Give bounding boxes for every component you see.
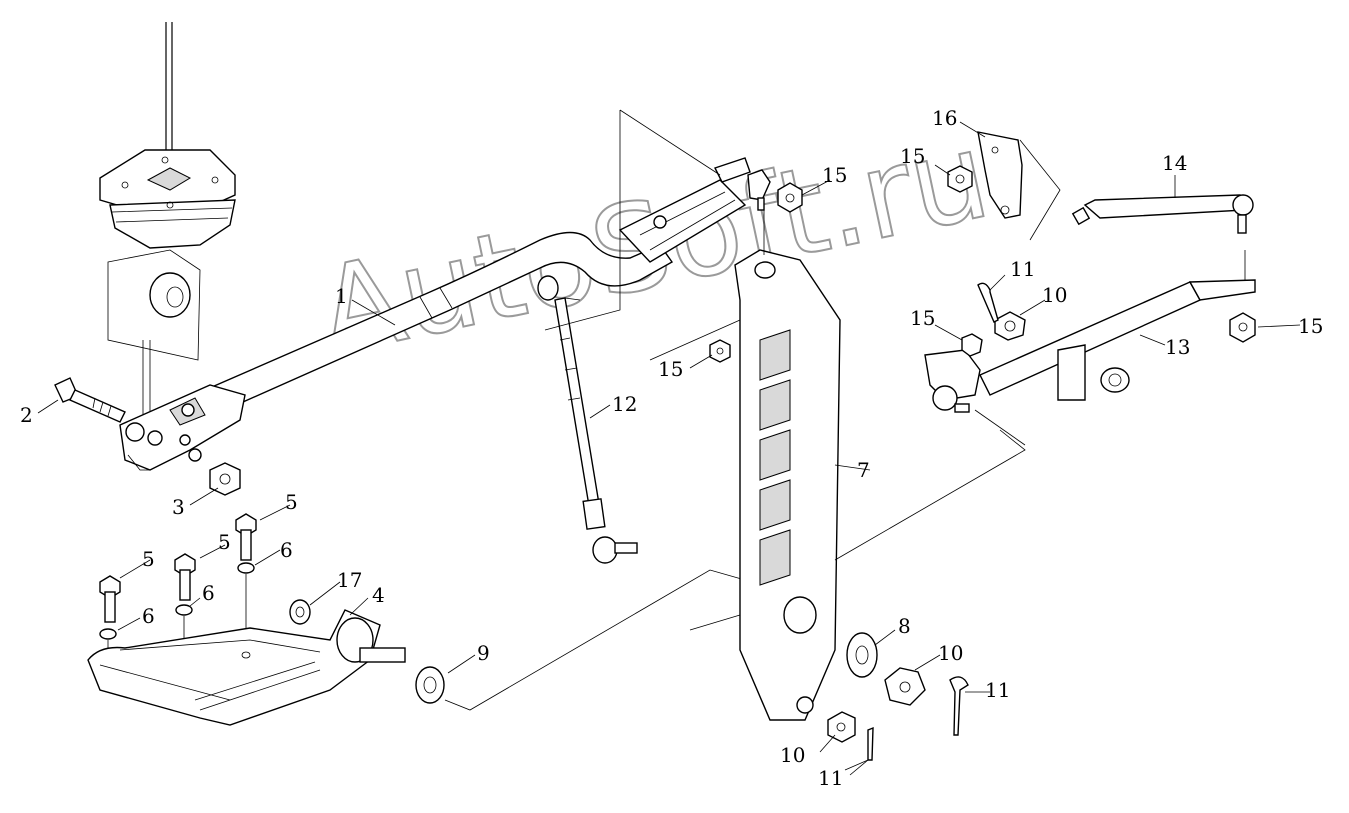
callout-11a: 11 <box>1010 257 1035 281</box>
bracket-7 <box>544 109 1026 721</box>
callout-15a: 15 <box>822 163 847 187</box>
callout-15b: 15 <box>900 144 925 168</box>
callout-5c: 5 <box>142 547 155 571</box>
washers-17-9 <box>289 569 746 711</box>
nuts-15 <box>709 169 803 363</box>
callout-9: 9 <box>477 641 490 665</box>
callout-10c: 10 <box>780 743 805 767</box>
callout-17: 17 <box>337 568 362 592</box>
callout-3: 3 <box>172 495 185 519</box>
callout-11c: 11 <box>818 766 843 790</box>
gear-lever-assembly <box>99 22 236 425</box>
callout-16: 16 <box>932 106 957 130</box>
callout-5a: 5 <box>285 490 298 514</box>
callout-10b: 10 <box>938 641 963 665</box>
callout-7: 7 <box>857 458 870 482</box>
callout-4: 4 <box>372 583 385 607</box>
callout-11b: 11 <box>985 678 1010 702</box>
lower-lever-4 <box>87 609 406 726</box>
callout-6c: 6 <box>142 604 155 628</box>
callout-8: 8 <box>898 614 911 638</box>
callout-1: 1 <box>335 284 348 308</box>
callout-labels: 1 2 3 4 5 5 5 6 6 6 7 8 9 10 10 10 11 11… <box>20 106 1323 790</box>
callout-15e: 15 <box>1298 314 1323 338</box>
rod-13 <box>924 279 1256 446</box>
lever-bracket <box>119 384 246 471</box>
washer-8-nuts-10-pins-11 <box>827 632 969 771</box>
callout-12: 12 <box>612 392 637 416</box>
callout-15c: 15 <box>658 357 683 381</box>
callout-6b: 6 <box>202 581 215 605</box>
callout-6a: 6 <box>280 538 293 562</box>
bolt-2 <box>54 377 126 423</box>
callout-15d: 15 <box>910 306 935 330</box>
callout-5b: 5 <box>218 530 231 554</box>
bracket-16-link-14 <box>947 131 1254 280</box>
callout-2: 2 <box>20 403 33 427</box>
callout-13: 13 <box>1165 335 1190 359</box>
shift-rod-1 <box>203 157 751 411</box>
tie-rod-12 <box>537 275 638 564</box>
callout-10a: 10 <box>1042 283 1067 307</box>
callout-14: 14 <box>1162 151 1187 175</box>
nut-3 <box>209 462 241 496</box>
bolts-5-washers-6 <box>99 513 257 695</box>
leader-lines <box>37 121 1301 776</box>
